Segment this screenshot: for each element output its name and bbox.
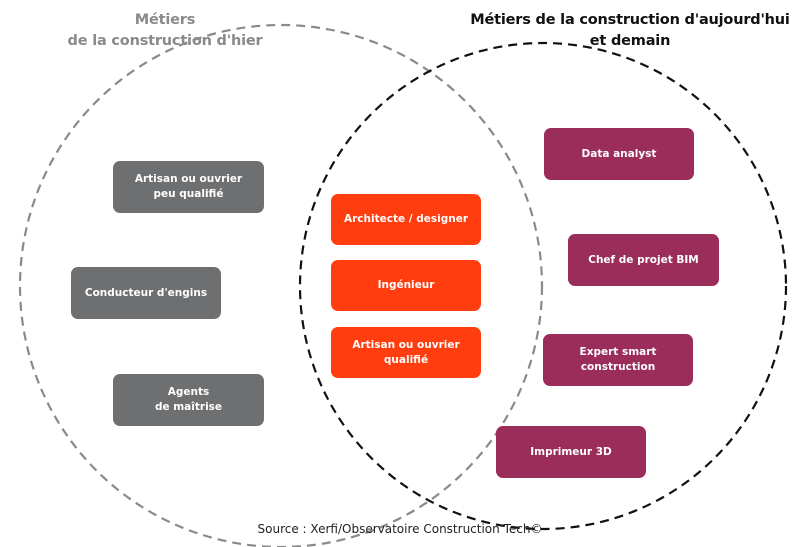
job-label-line2: qualifié — [383, 353, 429, 366]
right-circle-title: Métiers de la construction d'aujourd'hui… — [455, 10, 800, 52]
job-box-chef-projet-bim: Chef de projet BIM — [568, 234, 719, 286]
job-box-agents-maitrise: Agents de maîtrise — [113, 374, 264, 426]
right-circle — [298, 41, 788, 531]
left-circle — [18, 23, 544, 547]
job-box-data-analyst: Data analyst — [544, 128, 694, 180]
job-box-expert-smart-construction: Expert smart construction — [543, 334, 693, 386]
job-box-ingenieur: Ingénieur — [331, 260, 481, 311]
job-label-line2: peu qualifié — [153, 188, 224, 200]
right-title-line1: Métiers de la construction d'aujourd'hui — [470, 12, 790, 28]
job-label-line1: Artisan ou ouvrier — [134, 173, 243, 185]
job-label-line1: Conducteur d'engins — [84, 286, 208, 299]
job-label-line1: Architecte / designer — [343, 213, 469, 225]
job-label-line1: Data analyst — [581, 147, 657, 160]
left-title-line1: Métiers — [134, 12, 196, 28]
job-label-line2: de maîtrise — [154, 401, 223, 413]
left-title-line2: de la construction d'hier — [67, 33, 263, 49]
job-box-artisan-qualifie: Artisan ou ouvrier qualifié — [331, 327, 481, 378]
job-label-line2: construction — [580, 361, 656, 373]
job-box-imprimeur-3d: Imprimeur 3D — [496, 426, 646, 478]
job-box-architecte-designer: Architecte / designer — [331, 194, 481, 245]
left-circle-title: Métiers de la construction d'hier — [30, 10, 300, 52]
job-label-line1: Artisan ou ouvrier — [352, 338, 460, 351]
job-label-line1: Expert smart — [579, 346, 657, 358]
job-box-conducteur-engins: Conducteur d'engins — [71, 267, 221, 319]
job-label-line1: Imprimeur 3D — [530, 445, 612, 458]
job-box-artisan-peu-qualifie: Artisan ou ouvrier peu qualifié — [113, 161, 264, 213]
source-caption: Source : Xerfi/Observatoire Construction… — [257, 522, 543, 536]
job-label-line1: Agents — [167, 386, 210, 398]
job-label-line1: Chef de projet BIM — [588, 253, 699, 266]
right-title-line2: et demain — [589, 33, 671, 49]
job-label-line1: Ingénieur — [377, 279, 435, 291]
